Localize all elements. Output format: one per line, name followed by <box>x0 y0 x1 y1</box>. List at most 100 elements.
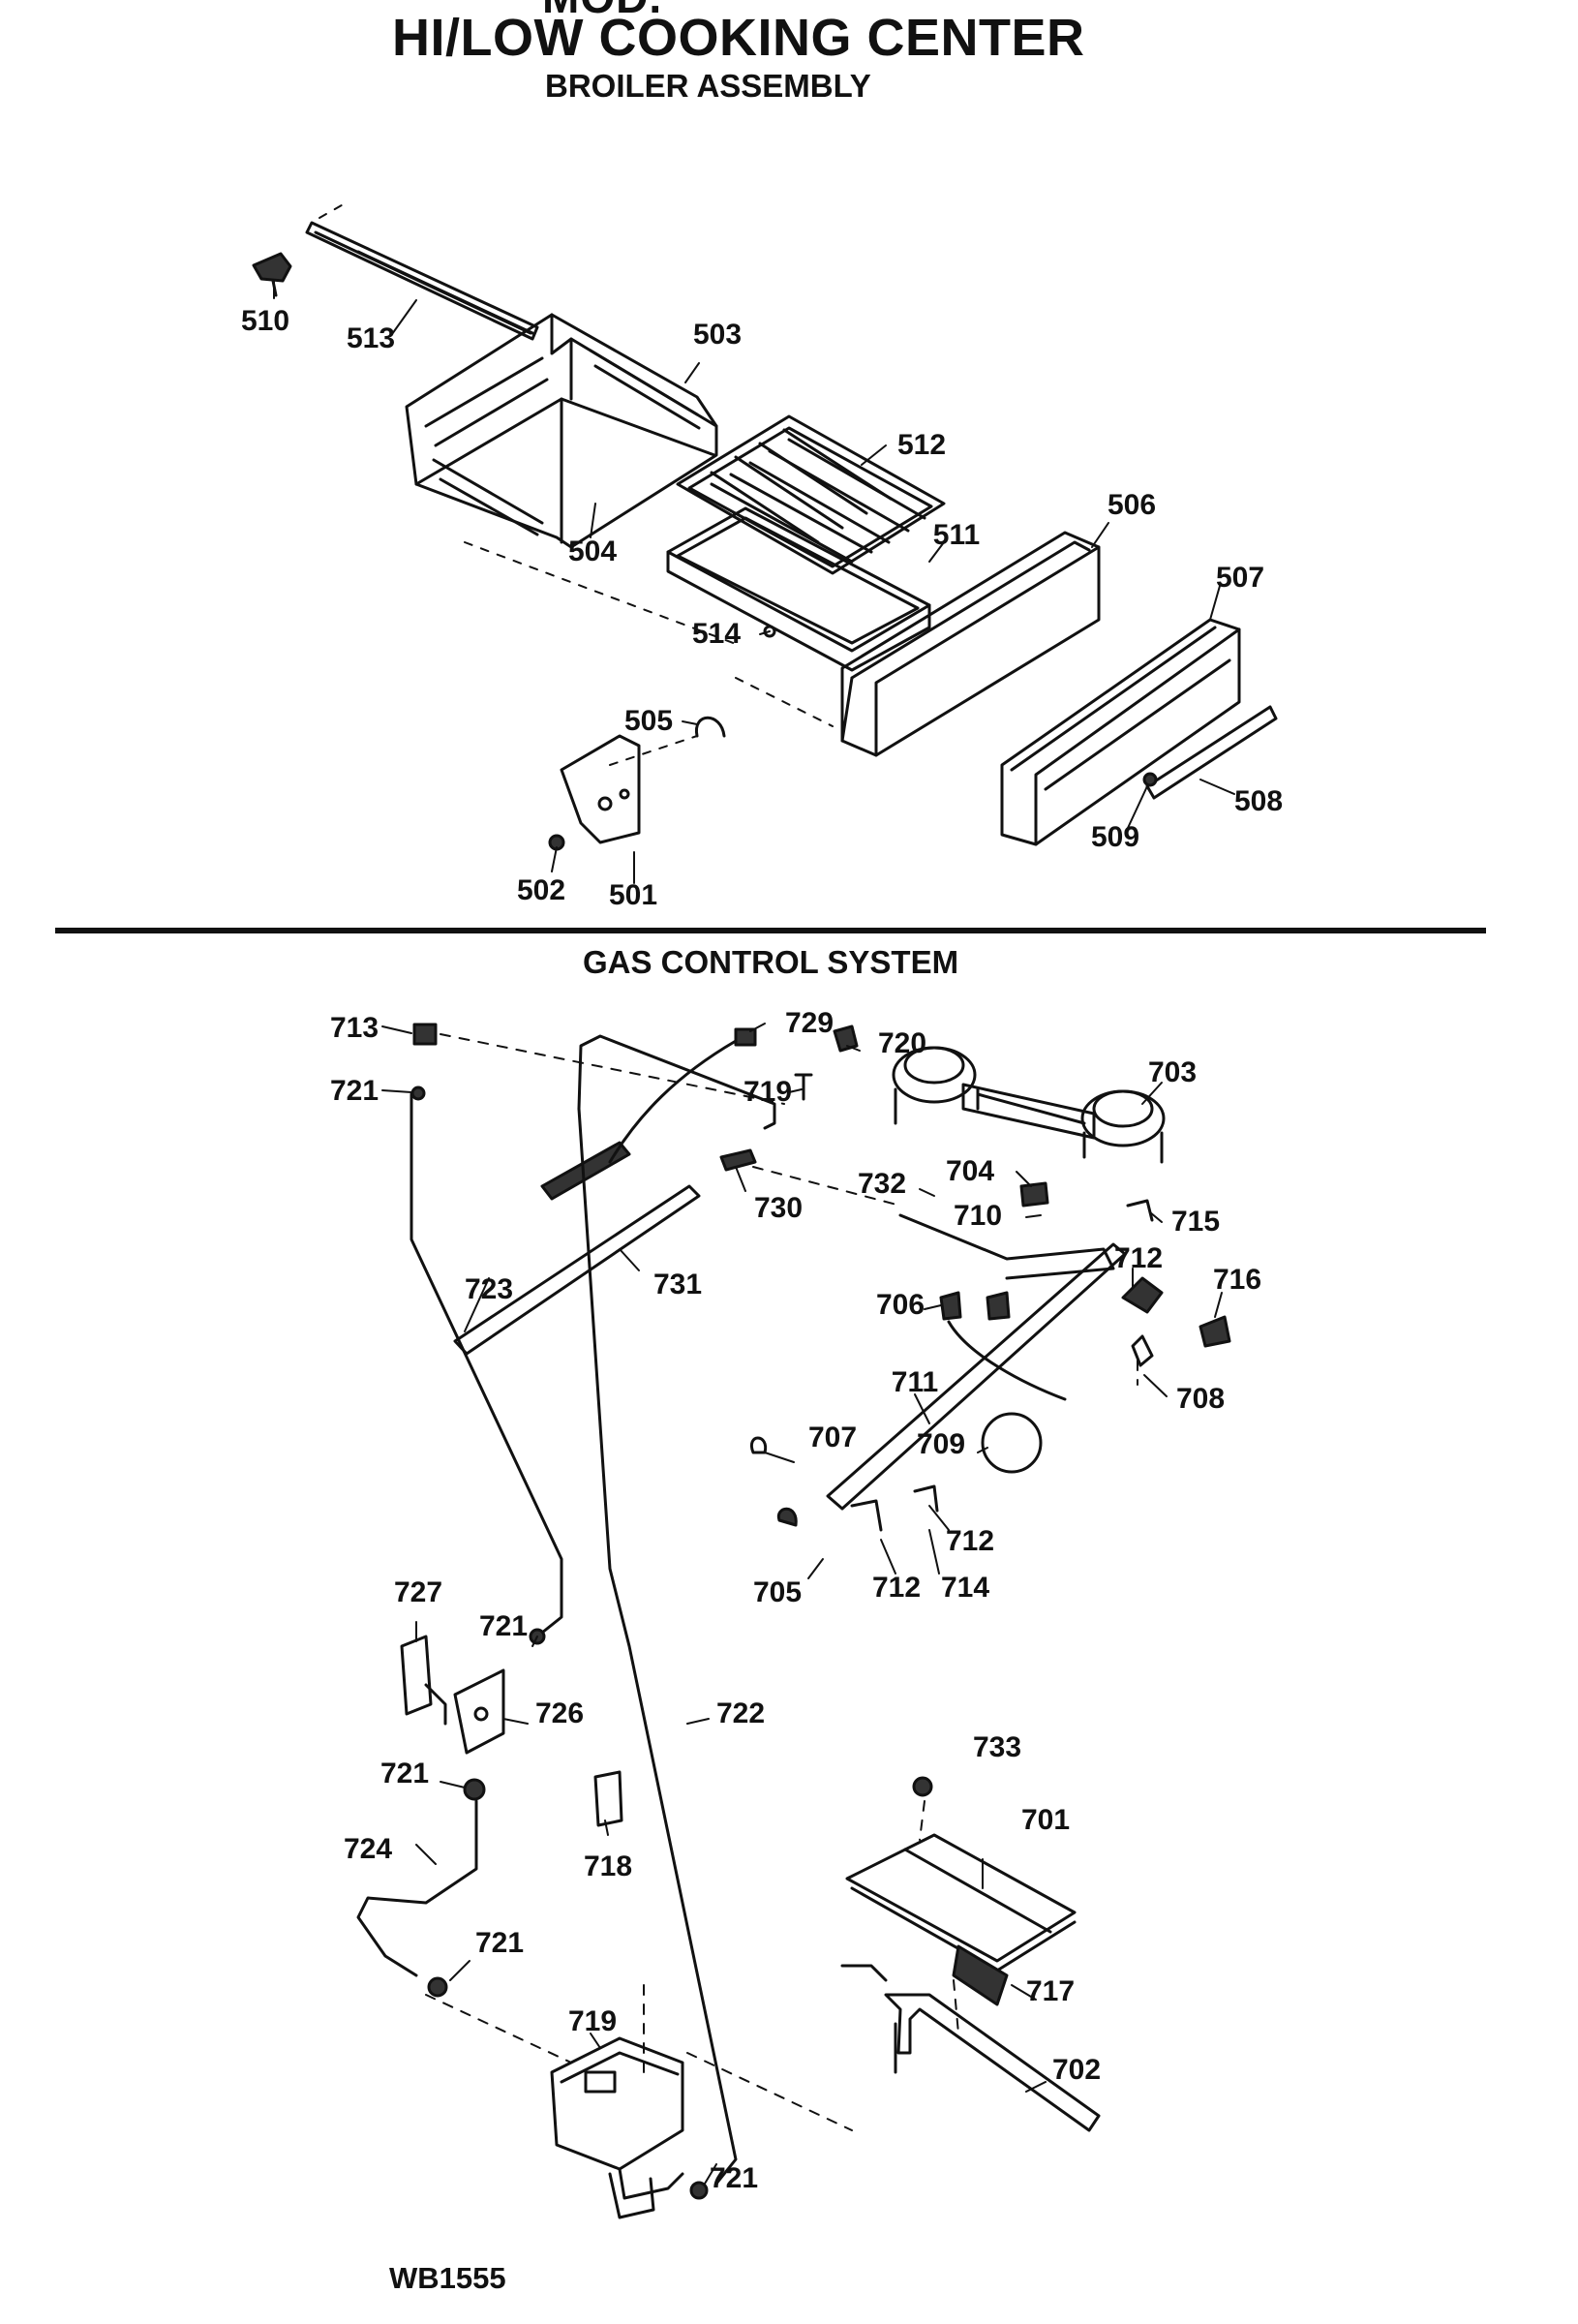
part-708-fitting <box>1133 1336 1152 1365</box>
part-505-spring <box>696 718 724 736</box>
callout-716: 716 <box>1212 1264 1262 1296</box>
part-713-fitting <box>414 1024 436 1044</box>
callout-723: 723 <box>464 1273 514 1305</box>
callout-512: 512 <box>896 429 947 461</box>
callout-503: 503 <box>692 319 743 351</box>
callout-505: 505 <box>623 705 674 737</box>
callout-721-top: 721 <box>329 1075 379 1107</box>
callout-715: 715 <box>1170 1206 1221 1238</box>
part-727-bracket <box>402 1636 445 1724</box>
part-730-orifice <box>721 1150 755 1170</box>
callout-712-right: 712 <box>945 1525 995 1557</box>
callout-705: 705 <box>752 1576 803 1608</box>
section-title: GAS CONTROL SYSTEM <box>583 944 959 980</box>
part-511-pan <box>668 508 929 670</box>
callout-703: 703 <box>1147 1056 1198 1088</box>
callout-511: 511 <box>932 519 981 551</box>
part-721-fittings <box>412 1087 707 2198</box>
part-509-screw <box>1144 774 1156 785</box>
part-726-regulator-bracket <box>455 1670 503 1753</box>
part-716-clip <box>1200 1317 1229 1346</box>
part-702-oven-burner <box>886 1995 1099 2130</box>
page-title: HI/LOW COOKING CENTER <box>392 9 1085 67</box>
callout-507: 507 <box>1215 562 1265 594</box>
callout-502: 502 <box>516 874 566 906</box>
part-724-tube <box>358 1801 476 1975</box>
callout-720: 720 <box>877 1027 927 1059</box>
part-709-shield <box>983 1414 1041 1472</box>
callout-506: 506 <box>1107 489 1157 521</box>
callout-719-top: 719 <box>743 1076 793 1108</box>
callout-509: 509 <box>1090 821 1140 853</box>
part-720-bracket <box>835 1026 857 1051</box>
part-712-clip-lower <box>852 1501 881 1530</box>
callout-729: 729 <box>784 1007 835 1039</box>
callout-726: 726 <box>534 1697 585 1729</box>
part-718-clip <box>595 1772 622 1825</box>
callout-504: 504 <box>567 535 618 567</box>
callout-712-lower: 712 <box>871 1572 922 1604</box>
callout-704: 704 <box>945 1155 995 1187</box>
part-729-igniter-clip <box>736 1029 755 1045</box>
part-503-broiler-pan <box>407 315 716 547</box>
part-507-outer-door <box>1002 620 1239 844</box>
model-line: MOD. <box>542 0 662 23</box>
part-723-tube <box>411 1094 561 1636</box>
part-501-bracket <box>561 736 639 842</box>
callout-719-bottom: 719 <box>567 2005 618 2037</box>
part-719-screw <box>796 1075 811 1099</box>
part-714-clip <box>915 1486 937 1511</box>
part-508-handle <box>1147 707 1276 798</box>
callout-717: 717 <box>1025 1975 1076 2007</box>
callout-721-bottom-left: 721 <box>474 1927 525 1959</box>
part-731-crossover-tube <box>455 1143 699 1354</box>
callout-706: 706 <box>875 1289 926 1321</box>
diagram-code: WB1555 <box>389 2261 506 2295</box>
callout-513: 513 <box>346 322 396 354</box>
callout-714: 714 <box>940 1572 990 1604</box>
part-703-top-burners <box>894 1048 1164 1162</box>
part-715-bracket <box>1128 1201 1152 1220</box>
callout-701: 701 <box>1020 1804 1071 1836</box>
callout-508: 508 <box>1233 785 1284 817</box>
part-705-valve <box>778 1509 796 1525</box>
callout-708: 708 <box>1175 1383 1226 1415</box>
callout-730: 730 <box>753 1192 804 1224</box>
part-707-valve <box>751 1438 765 1452</box>
callout-718: 718 <box>583 1850 633 1882</box>
part-506-door-frame <box>842 533 1099 755</box>
callout-724: 724 <box>343 1833 393 1865</box>
callout-727: 727 <box>393 1576 443 1608</box>
part-514-clip <box>765 627 774 636</box>
callout-510: 510 <box>240 305 290 337</box>
igniter-lead <box>610 1041 736 1162</box>
part-512-grid <box>678 416 944 573</box>
part-710-manifold-tube <box>900 1215 1113 1278</box>
callout-514: 514 <box>691 618 742 650</box>
callout-731: 731 <box>652 1269 703 1300</box>
part-717-igniter <box>842 1946 1007 2004</box>
callout-721-bottom: 721 <box>709 2162 759 2194</box>
callout-721-lower: 721 <box>379 1758 430 1789</box>
part-711-manifold <box>828 1244 1125 1509</box>
part-733-nut <box>914 1778 931 1795</box>
callout-713: 713 <box>329 1012 379 1044</box>
part-719-control-valve <box>552 2038 683 2217</box>
callout-702: 702 <box>1051 2054 1102 2086</box>
callout-721-mid: 721 <box>478 1610 529 1642</box>
part-706-valve <box>941 1293 1065 1399</box>
page-subtitle: BROILER ASSEMBLY <box>545 68 871 104</box>
callout-710: 710 <box>953 1200 1003 1232</box>
part-510-clip <box>254 254 290 295</box>
section-divider <box>55 928 1486 933</box>
callout-712-upper: 712 <box>1113 1242 1164 1274</box>
part-722-long-tube <box>579 1036 774 2184</box>
part-513-rail <box>307 223 537 339</box>
callout-711: 711 <box>891 1366 939 1398</box>
part-712-clip-upper <box>1123 1278 1162 1312</box>
callout-722: 722 <box>715 1697 766 1729</box>
part-704-bracket <box>1021 1183 1047 1206</box>
callout-709: 709 <box>916 1428 966 1460</box>
